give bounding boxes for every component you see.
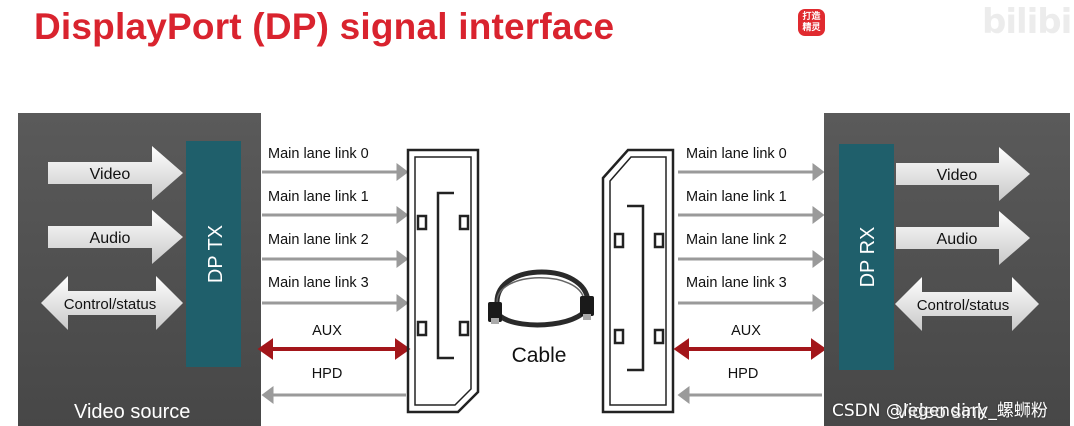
right-link-label: Main lane link 3 bbox=[686, 275, 787, 291]
right-hpd-label: HPD bbox=[728, 366, 759, 382]
control-status-arrow-left bbox=[41, 276, 183, 330]
left-link-label: Main lane link 0 bbox=[268, 146, 369, 162]
video-arrow-label: Video bbox=[937, 167, 978, 184]
control-status-arrow-label: Control/status bbox=[917, 297, 1010, 314]
video-arrow-right bbox=[896, 147, 1030, 201]
right-link-label: Main lane link 2 bbox=[686, 232, 787, 248]
control-status-arrow-right bbox=[895, 277, 1039, 331]
brand-logo: 打造精灵 bbox=[798, 9, 825, 36]
right-link-label: Main lane link 0 bbox=[686, 146, 787, 162]
audio-arrow-left bbox=[48, 210, 183, 264]
left-link-label: Main lane link 3 bbox=[268, 275, 369, 291]
video-source-block: DP TX Video Audio Control/status Video s… bbox=[18, 113, 261, 426]
left-dp-connector bbox=[406, 148, 480, 414]
right-aux-label: AUX bbox=[731, 323, 761, 339]
arrowhead bbox=[812, 250, 825, 268]
left-links: Main lane link 0 Main lane link 1 Main l… bbox=[257, 146, 411, 404]
left-link-label: Main lane link 2 bbox=[268, 232, 369, 248]
arrowhead bbox=[673, 338, 689, 360]
arrowhead bbox=[812, 294, 825, 312]
bilibili-logo: bilibili bbox=[982, 2, 1074, 42]
arrowhead bbox=[677, 386, 690, 404]
left-aux-label: AUX bbox=[312, 323, 342, 339]
arrowhead bbox=[396, 250, 409, 268]
page-title: DisplayPort (DP) signal interface bbox=[34, 6, 615, 47]
arrowhead bbox=[257, 338, 273, 360]
arrowhead bbox=[812, 206, 825, 224]
arrowhead bbox=[812, 163, 825, 181]
dp-rx-label: DP RX bbox=[857, 227, 879, 288]
video-arrow-label: Video bbox=[90, 166, 131, 183]
csdn-watermark: CSDN @legendary_螺蛳粉 bbox=[832, 401, 1048, 421]
left-link-label: Main lane link 1 bbox=[268, 189, 369, 205]
left-hpd-label: HPD bbox=[312, 366, 343, 382]
cable-label: Cable bbox=[512, 344, 567, 367]
audio-arrow-label: Audio bbox=[937, 231, 978, 248]
arrowhead bbox=[396, 163, 409, 181]
cable-icon bbox=[488, 269, 594, 328]
video-arrow-left bbox=[48, 146, 183, 200]
control-status-arrow-label: Control/status bbox=[64, 296, 157, 313]
arrowhead bbox=[395, 338, 411, 360]
dp-tx-chip bbox=[186, 141, 241, 367]
video-sink-block: DP RX Video Audio Control/status Video s… bbox=[824, 113, 1070, 426]
right-dp-connector bbox=[601, 148, 675, 414]
arrowhead bbox=[396, 294, 409, 312]
right-link-label: Main lane link 1 bbox=[686, 189, 787, 205]
right-links: Main lane link 0 Main lane link 1 Main l… bbox=[673, 146, 827, 404]
arrowhead bbox=[261, 386, 274, 404]
dp-tx-label: DP TX bbox=[205, 225, 227, 283]
video-sink-label: Video sink bbox=[895, 401, 988, 423]
dp-rx-chip bbox=[839, 144, 894, 370]
arrowhead bbox=[811, 338, 827, 360]
audio-arrow-right bbox=[896, 211, 1030, 265]
arrowhead bbox=[396, 206, 409, 224]
audio-arrow-label: Audio bbox=[90, 230, 131, 247]
video-source-label: Video source bbox=[74, 401, 190, 423]
